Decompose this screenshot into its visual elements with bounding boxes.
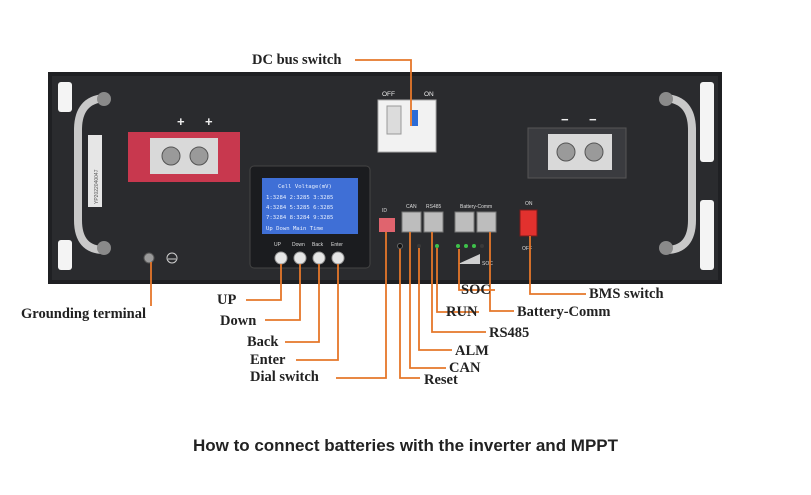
battery-comm-port-1[interactable]: [454, 211, 475, 233]
rack-slot-left-top: [58, 82, 72, 112]
bms-on-label: ON: [525, 201, 533, 207]
down-button[interactable]: [293, 251, 307, 265]
breaker-off-label: OFF: [382, 91, 395, 98]
soc-small-label: SOC: [482, 261, 493, 267]
reset-hole[interactable]: [397, 243, 403, 249]
soc-wedge-icon: [458, 254, 480, 264]
serial-sticker: [88, 135, 102, 207]
right-handle: [665, 94, 696, 254]
negative-bolt: [556, 142, 576, 162]
dial-switch[interactable]: [379, 218, 395, 232]
callout-dial-switch: Dial switch: [250, 369, 319, 385]
button-up-label: UP: [274, 242, 282, 248]
leader-bms-switch: [529, 236, 586, 295]
display-row: 4:3284 5:3285 6:3285: [266, 205, 333, 211]
button-back-label: Back: [312, 242, 324, 248]
callout-enter: Enter: [250, 352, 286, 368]
display-footer: Up Down Main Time: [266, 226, 324, 232]
leader-lines: [150, 59, 586, 379]
rack-slot-right-bottom: [700, 200, 714, 270]
callout-back: Back: [247, 334, 279, 350]
leader-up: [246, 264, 282, 301]
callout-up: UP: [217, 292, 237, 308]
callout-soc: SOC: [461, 282, 491, 298]
left-handle: [74, 94, 105, 254]
ground-symbol-icon: [166, 252, 178, 264]
breaker-indicator: [412, 110, 418, 126]
leader-down: [265, 264, 301, 321]
alm-led: [417, 244, 421, 248]
up-button[interactable]: [274, 251, 288, 265]
callout-rs485: RS485: [489, 325, 530, 341]
rack-slot-right-top: [700, 82, 714, 162]
leader-battery-comm: [489, 232, 514, 312]
callout-dc-bus-switch: DC bus switch: [252, 52, 342, 68]
callout-run: RUN: [446, 304, 478, 320]
battery-comm-port-2[interactable]: [476, 211, 497, 233]
plus-sign: +: [177, 114, 185, 129]
button-enter-label: Enter: [331, 242, 343, 248]
minus-sign: −: [589, 112, 597, 127]
negative-bolt: [584, 142, 604, 162]
soc-led: [472, 244, 476, 248]
can-port[interactable]: [401, 211, 422, 233]
handle-bolt: [97, 241, 111, 255]
positive-bolt: [189, 146, 209, 166]
leader-alm: [418, 248, 452, 351]
display-title: Cell Voltage(mV): [278, 184, 332, 190]
callout-can: CAN: [449, 360, 481, 376]
display-row: 7:3284 8:3284 9:3285: [266, 215, 333, 221]
callout-battery-comm: Battery-Comm: [517, 304, 611, 320]
callout-reset: Reset: [424, 372, 458, 388]
rack-slot-left-bottom: [58, 240, 72, 270]
callout-alm: ALM: [455, 343, 489, 359]
handle-bolt: [659, 241, 673, 255]
soc-led: [480, 244, 484, 248]
display-row: 1:3284 2:3285 3:3285: [266, 195, 333, 201]
handle-bolt: [659, 92, 673, 106]
leader-can: [409, 232, 446, 369]
soc-led: [456, 244, 460, 248]
callout-bms-switch: BMS switch: [589, 286, 664, 302]
rs485-port[interactable]: [423, 211, 444, 233]
dial-switch-id-label: ID: [382, 208, 387, 214]
callout-grounding-terminal: Grounding terminal: [21, 306, 147, 322]
callout-down: Down: [220, 313, 257, 329]
lcd-display: [262, 178, 358, 234]
serial-number: YP2022040047: [94, 169, 100, 204]
breaker-on-label: ON: [424, 91, 434, 98]
battery-comm-port-label: Battery-Comm: [460, 204, 492, 210]
bms-off-label: OFF: [522, 246, 532, 252]
handle-bolt: [97, 92, 111, 106]
run-led: [435, 244, 439, 248]
leader-run: [436, 248, 479, 313]
leader-enter: [296, 264, 339, 361]
soc-led: [464, 244, 468, 248]
breaker-toggle[interactable]: [386, 105, 402, 135]
leader-rs485: [431, 232, 486, 333]
leader-soc: [458, 249, 495, 291]
bms-switch[interactable]: [519, 209, 538, 237]
grounding-screw: [143, 252, 155, 264]
figure-caption: How to connect batteries with the invert…: [192, 436, 619, 455]
back-button[interactable]: [312, 251, 326, 265]
leader-back: [285, 264, 320, 343]
minus-sign: −: [561, 112, 569, 127]
leader-reset: [399, 249, 420, 379]
positive-bolt: [161, 146, 181, 166]
enter-button[interactable]: [331, 251, 345, 265]
can-port-label: CAN: [406, 204, 417, 210]
rs485-port-label: RS485: [426, 204, 442, 210]
plus-sign: +: [205, 114, 213, 129]
leader-dc-bus-switch: [355, 59, 412, 126]
leader-dial-switch: [336, 232, 387, 379]
button-down-label: Down: [292, 242, 305, 248]
